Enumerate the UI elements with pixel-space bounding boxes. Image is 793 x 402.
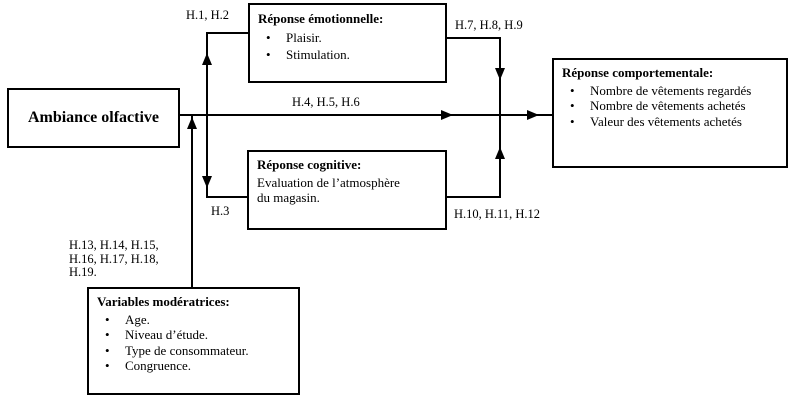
list-item-label: Niveau d’étude. bbox=[125, 327, 209, 342]
connector-down-to-cognitive-vertical bbox=[206, 114, 208, 198]
list-item: Plaisir. bbox=[258, 29, 437, 46]
list-item: Valeur des vêtements achetés bbox=[562, 114, 778, 130]
hypothesis-label-h7-h8-h9: H.7, H.8, H.9 bbox=[455, 18, 523, 32]
connector-main-horizontal bbox=[180, 114, 552, 116]
cognitive-body-line: du magasin. bbox=[257, 190, 320, 205]
arrowhead-down-from-emotional bbox=[495, 68, 505, 80]
arrowhead-up-to-emotional bbox=[202, 53, 212, 65]
arrowhead-up-from-moderators bbox=[187, 117, 197, 129]
moderating-variables-title: Variables modératrices: bbox=[97, 294, 230, 309]
hypothesis-label-h1-h2: H.1, H.2 bbox=[186, 8, 230, 22]
cognitive-response-box: Réponse cognitive: Evaluation de l’atmos… bbox=[247, 150, 447, 230]
arrowhead-right-main-end bbox=[527, 110, 539, 120]
list-item: Stimulation. bbox=[258, 46, 437, 63]
connector-down-to-cognitive-horizontal bbox=[206, 196, 247, 198]
bullet-icon bbox=[570, 98, 590, 114]
hypothesis-label-h3: H.3 bbox=[211, 204, 230, 218]
ambiance-olfactive-box: Ambiance olfactive bbox=[7, 88, 180, 148]
list-item-label: Congruence. bbox=[125, 358, 192, 373]
hypothesis-label-h13-h19-line1: H.13, H.14, H.15, bbox=[69, 238, 159, 252]
connector-emotional-out-horizontal bbox=[447, 37, 501, 39]
bullet-icon bbox=[105, 343, 125, 359]
list-item-label: Type de consommateur. bbox=[125, 342, 249, 358]
connector-cognitive-out-horizontal bbox=[447, 196, 501, 198]
list-item: Niveau d’étude. bbox=[97, 327, 290, 343]
hypothesis-label-h13-h19-line3: H.19. bbox=[69, 265, 97, 279]
list-item-label: Nombre de vêtements regardés bbox=[590, 82, 752, 98]
emotional-response-box: Réponse émotionnelle: Plaisir. Stimulati… bbox=[248, 3, 447, 83]
ambiance-olfactive-title: Ambiance olfactive bbox=[27, 109, 160, 127]
hypothesis-label-h13-h19: H.13, H.14, H.15, H.16, H.17, H.18, H.19… bbox=[69, 238, 159, 280]
list-item: Congruence. bbox=[97, 358, 290, 374]
bullet-icon bbox=[570, 114, 590, 130]
emotional-response-title: Réponse émotionnelle: bbox=[258, 11, 384, 26]
list-item: Age. bbox=[97, 312, 290, 328]
list-item-label: Stimulation. bbox=[286, 47, 350, 62]
hypothesis-label-h10-h11-h12: H.10, H.11, H.12 bbox=[454, 207, 540, 221]
connector-up-to-emotional-horizontal bbox=[206, 32, 248, 34]
list-item-label: Nombre de vêtements achetés bbox=[590, 98, 746, 113]
list-item: Type de consommateur. bbox=[97, 343, 290, 359]
arrowhead-right-main-mid bbox=[441, 110, 453, 120]
arrowhead-up-from-cognitive bbox=[495, 147, 505, 159]
connector-moderators-vertical bbox=[191, 116, 193, 287]
bullet-icon bbox=[105, 327, 125, 343]
moderating-variables-box: Variables modératrices: Age. Niveau d’ét… bbox=[87, 287, 300, 395]
hypothesis-label-h4-h5-h6: H.4, H.5, H.6 bbox=[292, 95, 360, 109]
bullet-icon bbox=[266, 29, 286, 46]
bullet-icon bbox=[266, 46, 286, 63]
list-item-label: Valeur des vêtements achetés bbox=[590, 113, 742, 129]
list-item: Nombre de vêtements achetés bbox=[562, 98, 778, 114]
behavioral-response-box: Réponse comportementale: Nombre de vêtem… bbox=[552, 58, 788, 168]
list-item-label: Plaisir. bbox=[286, 30, 322, 45]
list-item-label: Age. bbox=[125, 311, 150, 327]
bullet-icon bbox=[105, 312, 125, 328]
cognitive-response-title: Réponse cognitive: bbox=[257, 157, 362, 172]
behavioral-response-title: Réponse comportementale: bbox=[562, 65, 714, 80]
list-item: Nombre de vêtements regardés bbox=[562, 83, 778, 99]
cognitive-body-line: Evaluation de l’atmosphère bbox=[257, 174, 400, 190]
hypothesis-label-h13-h19-line2: H.16, H.17, H.18, bbox=[69, 251, 159, 266]
bullet-icon bbox=[570, 83, 590, 99]
arrowhead-down-to-cognitive bbox=[202, 176, 212, 188]
bullet-icon bbox=[105, 358, 125, 374]
connector-up-to-emotional-vertical bbox=[206, 32, 208, 116]
